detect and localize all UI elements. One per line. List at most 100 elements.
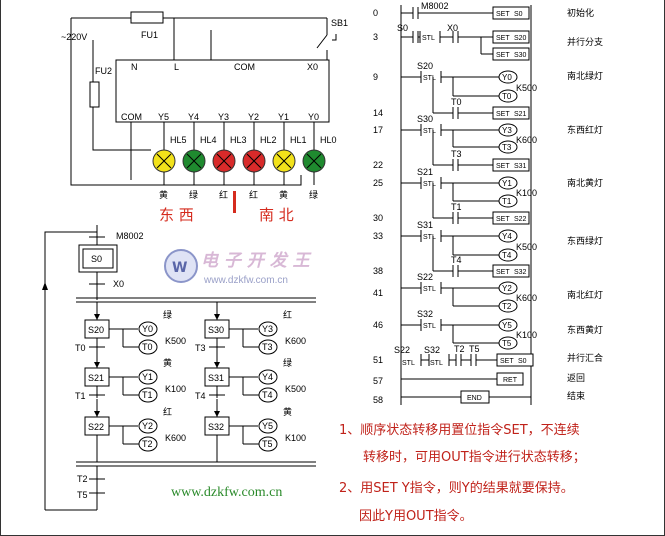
timer-const: K500 (516, 83, 537, 93)
sfc-color-label: 黄 (163, 357, 172, 369)
step-number: 33 (373, 231, 383, 241)
rung-comment: 初始化 (567, 7, 594, 19)
stl-label: S30 (417, 114, 433, 124)
sfc-t2: T2 (77, 474, 88, 484)
sfc-timer-t1 (138, 387, 158, 403)
wire (306, 153, 322, 169)
sfc-step-label: S30 (208, 325, 224, 335)
output-coil (498, 70, 518, 84)
contact-label: X0 (447, 23, 458, 33)
sfc-t5: T5 (77, 490, 88, 500)
output-coil (498, 229, 518, 243)
set-tag: SET (496, 163, 510, 170)
fu1-fuse (130, 11, 164, 24)
timer-const: K600 (516, 293, 537, 303)
sfc-const: K500 (165, 336, 186, 346)
rung-comment: 返回 (567, 372, 585, 384)
sfc-const: K100 (285, 433, 306, 443)
sfc-step-label: S20 (88, 325, 104, 335)
flow-arrow (94, 314, 100, 320)
lamp-label-hl5: HL5 (170, 135, 187, 145)
sfc-timer-t0 (138, 339, 158, 355)
sfc-output-label: Y0 (142, 324, 153, 334)
ret-label: RET (503, 377, 518, 384)
stl-tag: STL (423, 75, 436, 82)
step-number: 57 (373, 376, 383, 386)
sfc-color-label: 黄 (283, 406, 292, 418)
set-instruction (492, 158, 530, 172)
set-target: S22 (514, 216, 527, 223)
sfc-const: K600 (285, 336, 306, 346)
sfc-output-y1 (138, 369, 158, 385)
wire (276, 153, 292, 169)
output-coil (498, 194, 518, 208)
step-number: 22 (373, 160, 383, 170)
set-tag: SET (496, 11, 510, 18)
step-number: 25 (373, 178, 383, 188)
terminal-com-top: COM (234, 62, 255, 72)
sfc-color-label: 绿 (163, 309, 172, 321)
output-coil (498, 299, 518, 313)
set-tag: SET (496, 35, 510, 42)
wire (186, 153, 202, 169)
watermark-title: 电 子 开 发 王 (201, 251, 312, 271)
timer-const: K600 (516, 135, 537, 145)
rung-comment: 结束 (567, 390, 585, 402)
set-target: S30 (514, 52, 527, 59)
lamp-label-hl2: HL2 (260, 135, 277, 145)
sfc-output-y3 (258, 321, 278, 337)
set-tag: SET (500, 358, 514, 365)
sfc-color-label: 红 (283, 309, 292, 321)
direction-ew: 东 西 (159, 206, 194, 224)
output-coil (498, 336, 518, 350)
sfc-output-label: Y5 (262, 421, 273, 431)
output-coil (498, 248, 518, 262)
rung-comment: 南北黄灯 (567, 177, 603, 189)
sfc-const: K600 (165, 433, 186, 443)
rung-comment: 南北红灯 (567, 289, 603, 301)
wire (246, 153, 262, 169)
sfc-output-y5 (258, 418, 278, 434)
fu2-fuse (89, 81, 100, 108)
contact-label: T4 (451, 255, 462, 265)
coil-label: T2 (502, 302, 512, 311)
coil-label: Y5 (502, 321, 512, 330)
set-instruction (496, 353, 534, 367)
sfc-output-label: Y3 (262, 324, 273, 334)
terminal-y5: Y5 (158, 112, 169, 122)
output-coil (498, 176, 518, 190)
terminal-y2: Y2 (248, 112, 259, 122)
sfc-timer-label: T4 (262, 390, 273, 400)
sfc-step-label: S31 (208, 373, 224, 383)
coil-label: T5 (502, 339, 512, 348)
coil-label: T0 (502, 92, 512, 101)
watermark-logo: W 电 子 开 发 王 www.dzkfw.com.cn (164, 249, 312, 286)
timer-const: K500 (516, 242, 537, 252)
sfc-color-label: 绿 (283, 357, 292, 369)
flow-arrow (94, 411, 100, 417)
lamp-color-label: 红 (219, 189, 228, 201)
coil-label: T1 (502, 197, 512, 206)
sfc-output-label: Y2 (142, 421, 153, 431)
lamp-color-label: 黄 (279, 189, 288, 201)
end-label: END (467, 395, 482, 402)
sfc-const: K100 (165, 384, 186, 394)
contact-label: T5 (469, 344, 480, 354)
set-target: S32 (514, 269, 527, 276)
set-target: S20 (514, 35, 527, 42)
coil-label: Y0 (502, 73, 512, 82)
set-tag: SET (496, 111, 510, 118)
output-coil (498, 281, 518, 295)
lamp-color-label: 绿 (189, 189, 198, 201)
sfc-timer-label: T5 (262, 439, 273, 449)
lamp-color-label: 红 (249, 189, 258, 201)
stl-tag: STL (430, 360, 443, 367)
sfc-m8002: M8002 (116, 231, 144, 241)
stl-label: S21 (417, 167, 433, 177)
output-coil (498, 140, 518, 154)
flow-arrow (214, 314, 220, 320)
fu1-label: FU1 (141, 30, 158, 40)
step-number: 46 (373, 320, 383, 330)
set-instruction (492, 30, 530, 44)
